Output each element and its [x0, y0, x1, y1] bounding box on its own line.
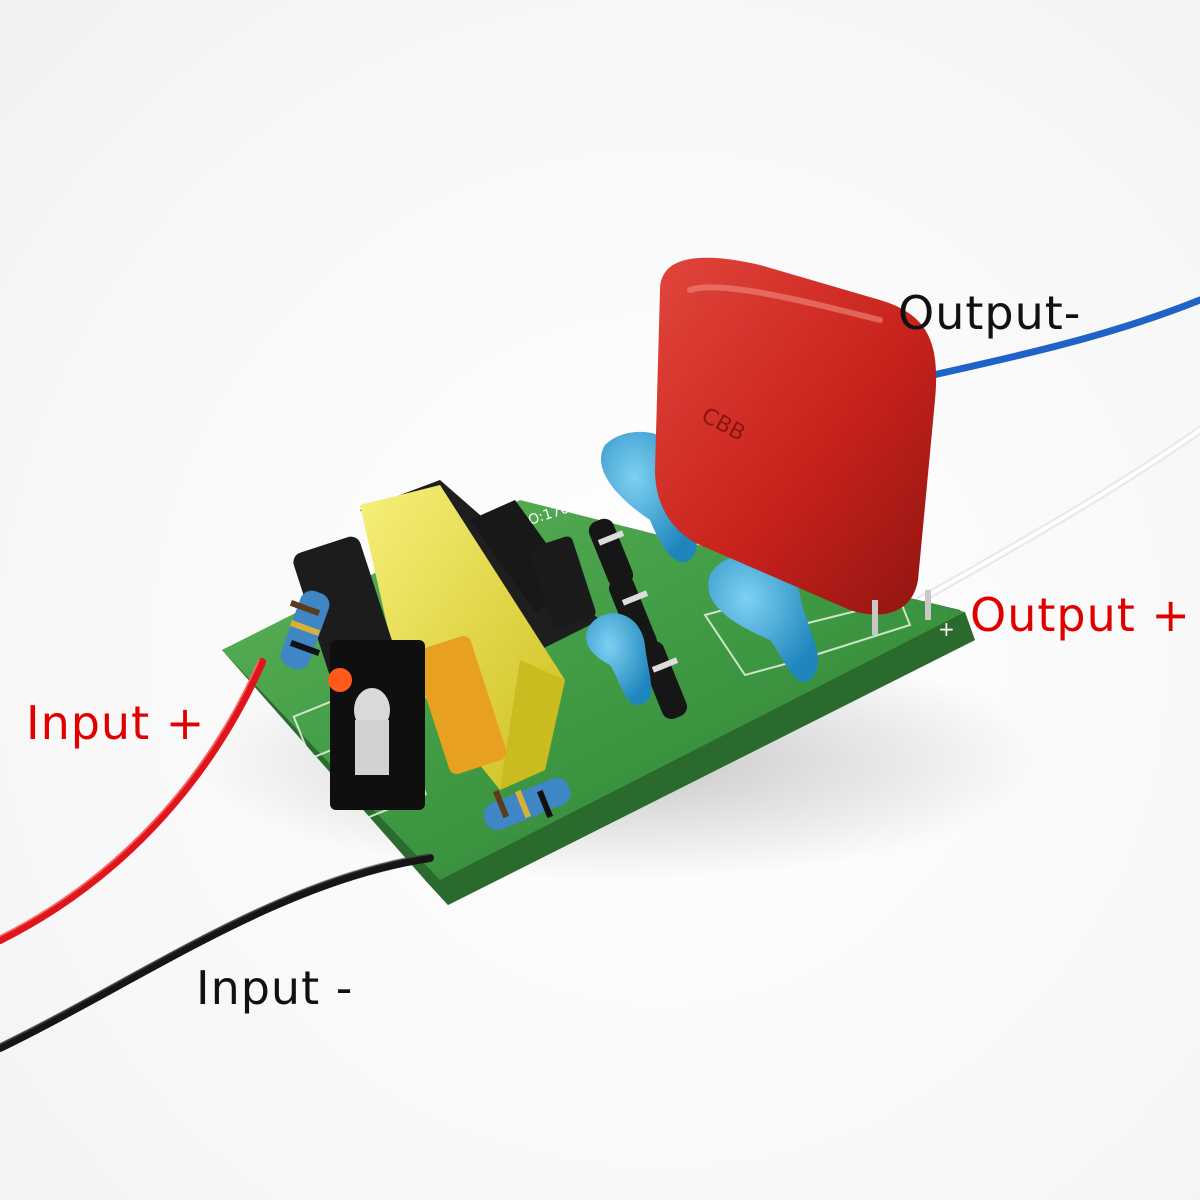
input-plus-label: Input +	[26, 696, 206, 750]
film-capacitor: CBB	[655, 257, 937, 635]
resistor-bottom	[483, 777, 571, 831]
input-plus-wire	[0, 658, 266, 944]
output-minus-label: Output-	[898, 286, 1082, 340]
output-plus-wire	[916, 426, 1200, 604]
ceramic-capacitor-small	[586, 613, 652, 706]
transformer	[293, 480, 600, 810]
input-minus-wire	[0, 853, 434, 1052]
diode-array	[588, 518, 688, 719]
plus-marking: +	[938, 617, 955, 641]
ceramic-capacitor-right	[708, 554, 819, 682]
inductor-block	[470, 500, 596, 629]
output-plus-label: Output +	[970, 588, 1191, 642]
resistor-left	[280, 590, 330, 670]
input-minus-label: Input -	[196, 961, 354, 1015]
